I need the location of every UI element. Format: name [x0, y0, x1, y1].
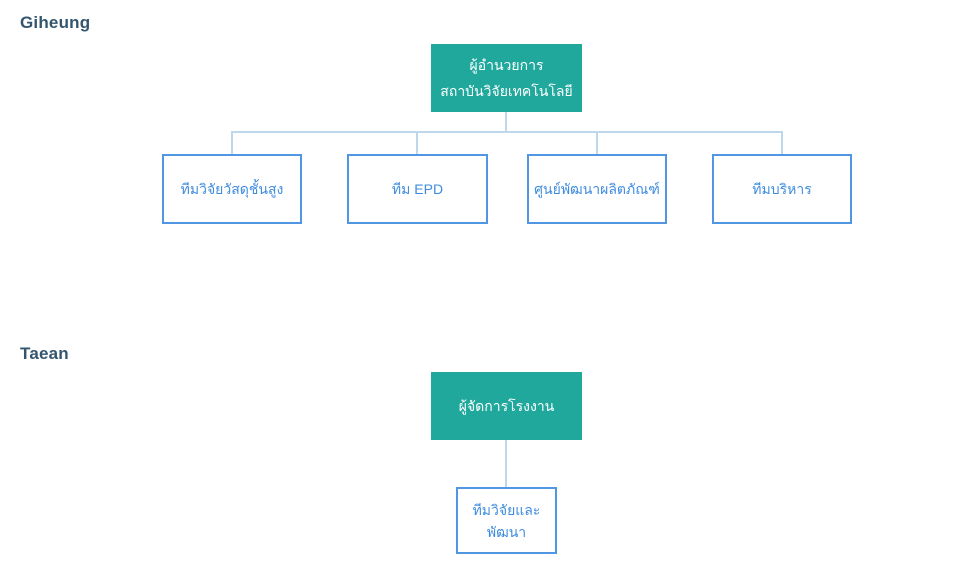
node-label-line: ทีมบริหาร — [752, 181, 812, 197]
node-label-line: ผู้อำนวยการ — [469, 57, 544, 73]
connector-line — [596, 131, 598, 154]
section-label-giheung: Giheung — [20, 13, 91, 32]
connector-line — [231, 131, 783, 133]
node-technology-research-institute-director[interactable]: ผู้อำนวยการ สถาบันวิจัยเทคโนโลยี — [431, 44, 582, 112]
connector-line — [505, 440, 507, 487]
connector-line — [781, 131, 783, 154]
node-label-line: ทีมวิจัยวัสดุชั้นสูง — [180, 181, 284, 197]
node-product-development-center[interactable]: ศูนย์พัฒนาผลิตภัณฑ์ — [527, 154, 667, 224]
connector-line — [231, 131, 233, 154]
node-administration-team[interactable]: ทีมบริหาร — [712, 154, 852, 224]
node-label-line: ศูนย์พัฒนาผลิตภัณฑ์ — [534, 181, 660, 197]
connector-line — [416, 131, 418, 154]
node-label-line: ทีม EPD — [391, 181, 444, 197]
node-advanced-materials-research-team[interactable]: ทีมวิจัยวัสดุชั้นสูง — [162, 154, 302, 224]
node-label-line: ผู้จัดการโรงงาน — [458, 398, 555, 414]
node-epd-team[interactable]: ทีม EPD — [347, 154, 488, 224]
node-research-and-development-team[interactable]: ทีมวิจัยและ พัฒนา — [456, 487, 557, 554]
node-label-line: ทีมวิจัยและ — [472, 501, 541, 518]
node-label-line: สถาบันวิจัยเทคโนโลยี — [440, 83, 573, 99]
node-factory-manager[interactable]: ผู้จัดการโรงงาน — [431, 372, 582, 440]
connector-line — [505, 112, 507, 133]
node-label-line: พัฒนา — [486, 523, 527, 540]
section-label-taean: Taean — [20, 344, 69, 363]
